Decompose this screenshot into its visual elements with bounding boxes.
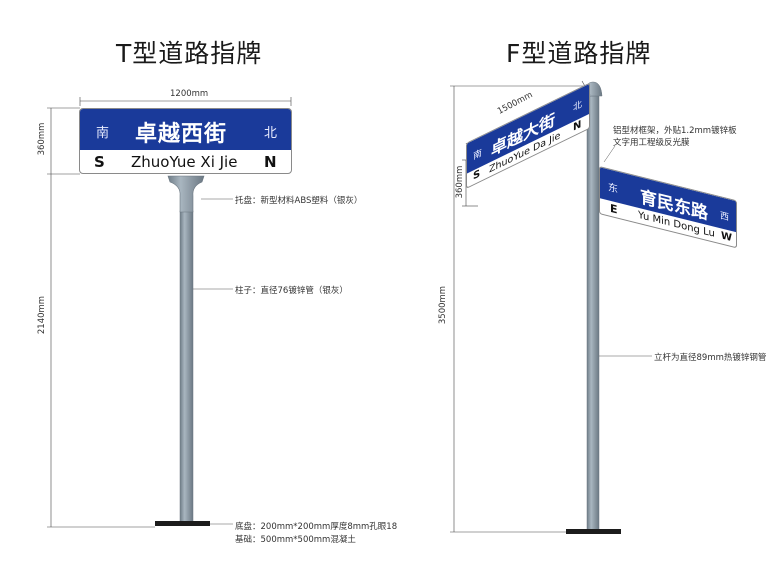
t-sign-name-en: ZhuoYue Xi Jie xyxy=(131,153,238,171)
t-sign-dir-left-cn: 南 xyxy=(96,126,110,141)
t-note-tray: 托盘：新型材料ABS塑料（银灰） xyxy=(235,196,363,206)
t-pole-height-label: 2140mm xyxy=(37,295,47,335)
t-sign-pinyin-panel: S ZhuoYue Xi Jie N xyxy=(80,150,291,173)
t-sign-name-cn: 卓越西街 xyxy=(135,122,228,147)
t-sign-height-label: 360mm xyxy=(37,122,47,156)
f-left-dir-right-en: N xyxy=(573,118,582,134)
f-right-dir-right-en: W xyxy=(721,230,733,245)
f-left-dir-left-cn: 南 xyxy=(473,148,483,163)
t-width-label: 1200mm xyxy=(170,89,209,99)
t-sign-dir-right-cn: 北 xyxy=(264,126,278,141)
t-note-column: 柱子：直径76镀锌管（银灰） xyxy=(235,286,348,296)
f-left-dir-right-cn: 北 xyxy=(573,99,583,114)
f-right-dir-left-cn: 东 xyxy=(608,182,618,196)
t-note-base-line2: 基础：500mm*500mm混凝土 xyxy=(235,535,356,545)
t-sign-dir-left-en: S xyxy=(94,153,105,171)
t-leaders xyxy=(193,198,233,525)
t-type-title: T型道路指牌 xyxy=(116,39,263,68)
t-height-dimension xyxy=(47,107,155,528)
t-sign-dir-right-en: N xyxy=(264,153,277,171)
t-note-base-line1: 底盘：200mm*200mm厚度8mm孔眼18 xyxy=(235,522,398,532)
f-note-frame-line2: 文字用工程级反光膜 xyxy=(613,138,690,148)
f-pole xyxy=(566,81,621,534)
f-left-dir-left-en: S xyxy=(473,168,481,183)
f-pole-height-dimension xyxy=(450,85,586,533)
f-leaders xyxy=(599,145,652,357)
f-note-frame-line1: 铝型材框架，外贴1.2mm镀锌板 xyxy=(613,126,737,136)
t-sign-chinese-panel: 南 卓越西街 北 xyxy=(80,109,291,150)
f-pole-height-label: 3500mm xyxy=(438,285,448,325)
t-pole xyxy=(155,175,210,526)
f-note-pole: 立杆为直径89mm热镀锌钢管 xyxy=(654,353,767,363)
f-sign-height-label: 360mm xyxy=(455,165,465,199)
f-type-title: F型道路指牌 xyxy=(506,39,652,68)
f-right-dir-right-cn: 西 xyxy=(720,211,730,224)
t-road-sign: 南 卓越西街 北 S ZhuoYue Xi Jie N xyxy=(79,108,292,174)
t-width-dimension xyxy=(79,97,292,106)
f-right-dir-left-en: E xyxy=(610,201,618,217)
